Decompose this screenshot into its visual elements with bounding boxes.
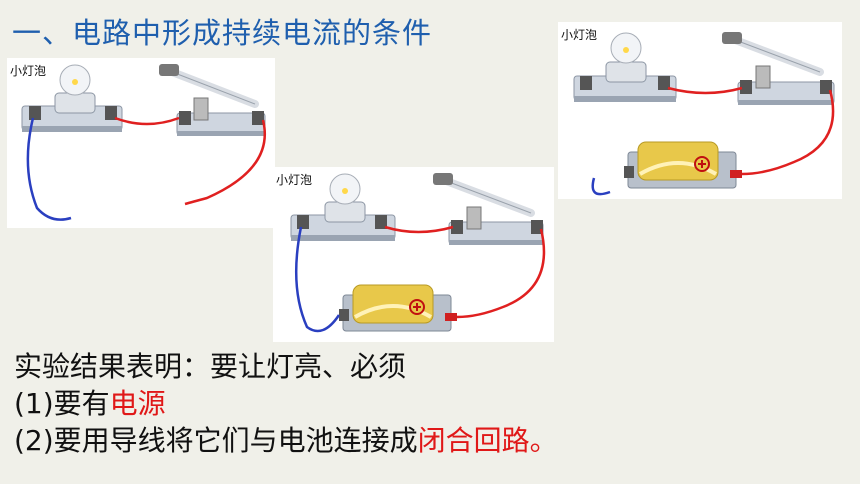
- bulb-label: 小灯泡: [561, 28, 598, 42]
- circuit-diagram-closed-middle: 小灯泡: [273, 167, 554, 342]
- circuit-illustration: [290, 173, 546, 333]
- circuit-diagram-closed-right: 小灯泡: [558, 22, 842, 199]
- conclusion-line-3: (2)要用导线将它们与电池连接成闭合回路。: [14, 423, 558, 459]
- conclusion-intro: 实验结果表明：要让灯亮、必须: [14, 350, 407, 383]
- condition-2-prefix: (2)要用导线将它们与电池连接成: [14, 424, 418, 457]
- condition-2-highlight: 闭合回路。: [417, 424, 558, 457]
- conclusion-line-1: 实验结果表明：要让灯亮、必须: [14, 349, 406, 385]
- circuit-diagram-open: 小灯泡: [7, 58, 275, 228]
- circuit-illustration: [573, 32, 835, 196]
- circuit-illustration: [21, 64, 266, 221]
- bulb-label: 小灯泡: [276, 173, 313, 187]
- condition-1-prefix: (1)要有: [14, 387, 110, 420]
- conclusion-line-2: (1)要有电源: [14, 386, 166, 422]
- bulb-label: 小灯泡: [10, 64, 47, 78]
- condition-1-highlight: 电源: [109, 387, 166, 420]
- section-heading: 一、电路中形成持续电流的条件: [12, 16, 433, 50]
